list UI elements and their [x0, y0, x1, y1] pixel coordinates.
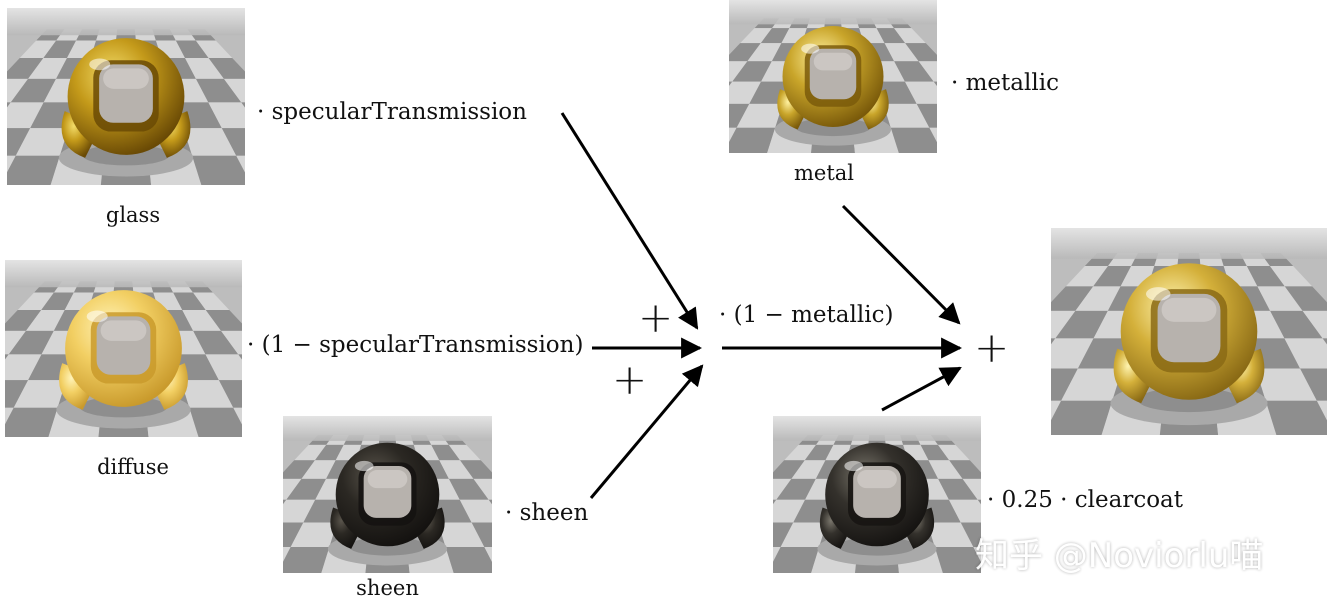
metal-render — [729, 0, 937, 153]
arrow-glass-to-sum — [560, 112, 699, 330]
glass-caption: glass — [105, 203, 161, 227]
factor-specular-transmission: · specularTransmission — [257, 99, 527, 125]
glass-render — [7, 8, 245, 185]
diffuse-render — [5, 260, 242, 437]
diffuse-caption: diffuse — [97, 455, 169, 479]
glass-render-svg — [7, 8, 245, 185]
factor-one-minus-specular-transmission: · (1 − specularTransmission) — [247, 332, 584, 358]
factor-sheen: · sheen — [505, 500, 589, 526]
arrow-clearcoat-to-result — [881, 366, 962, 412]
plus-operator-bottom: + — [612, 355, 648, 404]
factor-metallic: · metallic — [951, 70, 1059, 96]
diffuse-render-svg — [5, 260, 242, 437]
sheen-caption: sheen — [356, 576, 419, 600]
clearcoat-render-svg — [773, 416, 981, 573]
result-render — [1051, 228, 1327, 435]
result-render-svg — [1051, 228, 1327, 435]
metal-render-svg — [729, 0, 937, 153]
clearcoat-render — [773, 416, 981, 573]
factor-clearcoat: · 0.25 · clearcoat — [987, 487, 1184, 513]
factor-one-minus-metallic: · (1 − metallic) — [719, 302, 894, 328]
metal-caption: metal — [793, 161, 855, 185]
watermark: 知乎 @Noviorlu喵 — [975, 536, 1264, 576]
plus-operator-top: + — [638, 293, 674, 342]
sheen-render — [283, 416, 492, 573]
plus-operator-right: + — [974, 323, 1010, 372]
sheen-render-svg — [283, 416, 492, 573]
